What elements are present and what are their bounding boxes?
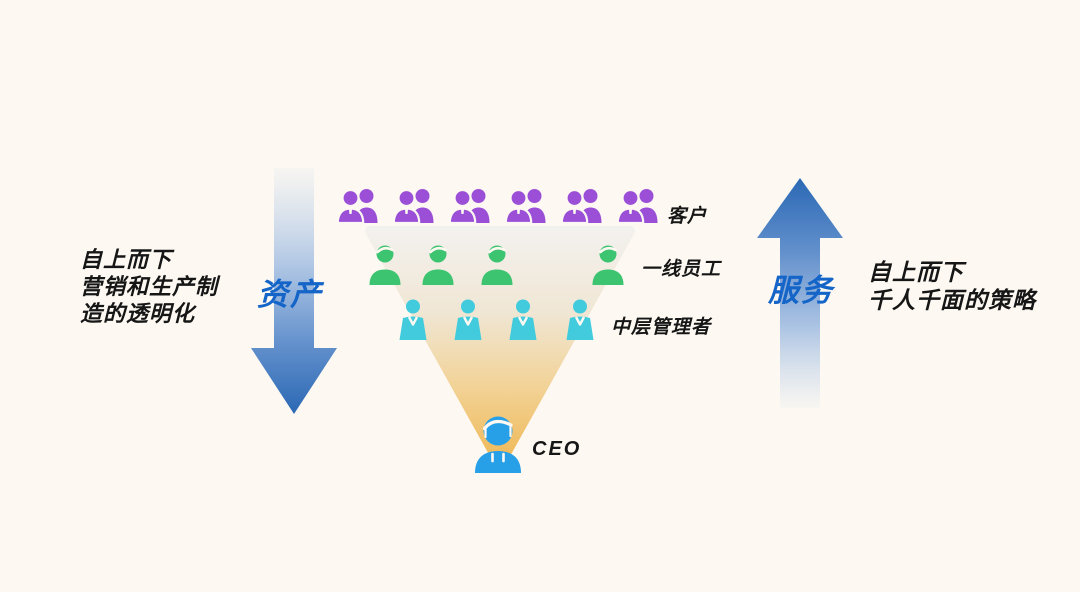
right-annotation-line-2: 千人千面的策略 [868,287,1036,313]
row-label-customers: 客户 [667,206,708,227]
manager-icon [505,299,541,340]
service-arrow-label: 服务 [768,273,834,308]
customer-group-icon [449,187,495,223]
customer-group-icon [505,187,551,223]
down-arrow-icon [251,168,337,414]
employee-icon [479,244,515,285]
right-annotation: 自上而下 千人千面的策略 [868,258,1036,314]
row-label-managers: 中层管理者 [611,317,712,338]
row-label-ceo: CEO [532,438,582,460]
left-annotation: 自上而下 营销和生产制 造的透明化 [80,246,218,327]
employee-icon [590,244,626,285]
employee-icon [367,244,403,285]
right-annotation-line-1: 自上而下 [868,259,964,285]
manager-icon [562,299,598,340]
up-arrow-icon [757,178,843,408]
customer-group-icon [617,187,663,223]
employee-icon [420,244,456,285]
row-label-employees: 一线员工 [641,259,722,280]
customer-group-icon [393,187,439,223]
left-annotation-line-2: 营销和生产制 [80,274,219,299]
manager-icon [450,299,486,340]
customer-group-icon [561,187,607,223]
left-annotation-line-1: 自上而下 [80,247,173,272]
funnel-shape [365,226,635,469]
left-annotation-line-3: 造的透明化 [80,301,196,326]
ceo-icon [467,411,529,473]
customer-group-icon [337,187,383,223]
manager-icon [395,299,431,340]
asset-arrow-label: 资产 [257,277,323,312]
